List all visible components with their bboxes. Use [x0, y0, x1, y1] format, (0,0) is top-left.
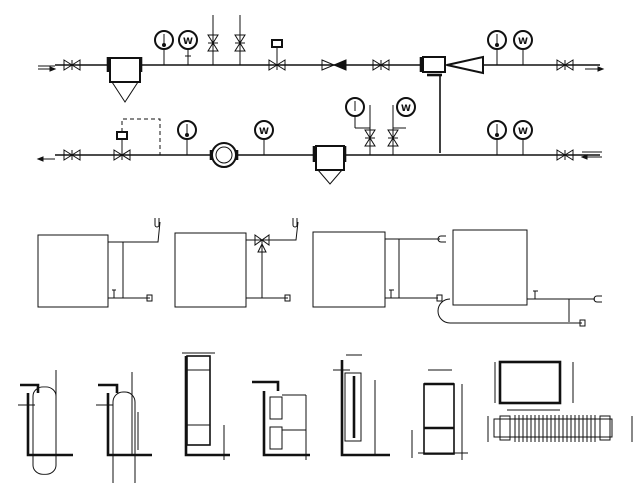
check-valve	[321, 59, 347, 71]
gauge-label: W	[518, 127, 528, 137]
water-meter	[209, 142, 239, 168]
thermometer-icon	[154, 30, 174, 65]
return-pipeline: W W W	[36, 97, 602, 185]
gauge-label: W	[259, 127, 269, 137]
convector-plan-view	[487, 415, 633, 442]
outlet-arrow-icon	[585, 66, 605, 72]
gauge-label: W	[401, 104, 411, 114]
installation-detail-6	[411, 369, 468, 460]
elevator-mixer	[419, 55, 484, 77]
radiator-scheme-1	[37, 218, 161, 308]
thermometer-icon	[487, 120, 507, 155]
air-vent-valve	[207, 15, 219, 65]
radiator-scheme-3	[312, 231, 446, 308]
convector-fins	[514, 415, 596, 442]
installation-detail-2	[96, 372, 152, 483]
installation-detail-1	[18, 370, 73, 475]
inlet-arrow-icon	[580, 151, 602, 160]
radiator-scheme-4	[437, 229, 602, 327]
installation-detail-3	[182, 352, 230, 460]
air-vent-valve	[234, 15, 246, 65]
radiator-front-view	[494, 360, 574, 411]
radiator-scheme-2	[174, 218, 299, 308]
sampling-valve	[345, 97, 376, 155]
pressure-gauge-icon: W	[513, 120, 533, 155]
mud-strainer	[312, 145, 347, 185]
thermometer-icon	[487, 30, 507, 65]
inlet-arrow-icon	[38, 65, 57, 72]
mud-strainer	[106, 57, 143, 103]
installation-detail-4	[252, 380, 310, 460]
outlet-arrow-icon	[36, 156, 55, 162]
pressure-gauge-icon: W	[513, 30, 533, 65]
pressure-gauge-icon: W	[254, 120, 274, 155]
pressure-regulator	[113, 118, 161, 161]
thermometer-icon	[177, 120, 197, 155]
gauge-label: W	[518, 37, 528, 47]
control-valve	[268, 39, 286, 71]
gauge-label: W	[183, 37, 193, 47]
pressure-gauge-icon: W	[178, 30, 198, 65]
supply-pipeline: W W	[38, 15, 605, 103]
sampling-valve: W	[387, 97, 416, 155]
installation-detail-5	[333, 354, 390, 457]
